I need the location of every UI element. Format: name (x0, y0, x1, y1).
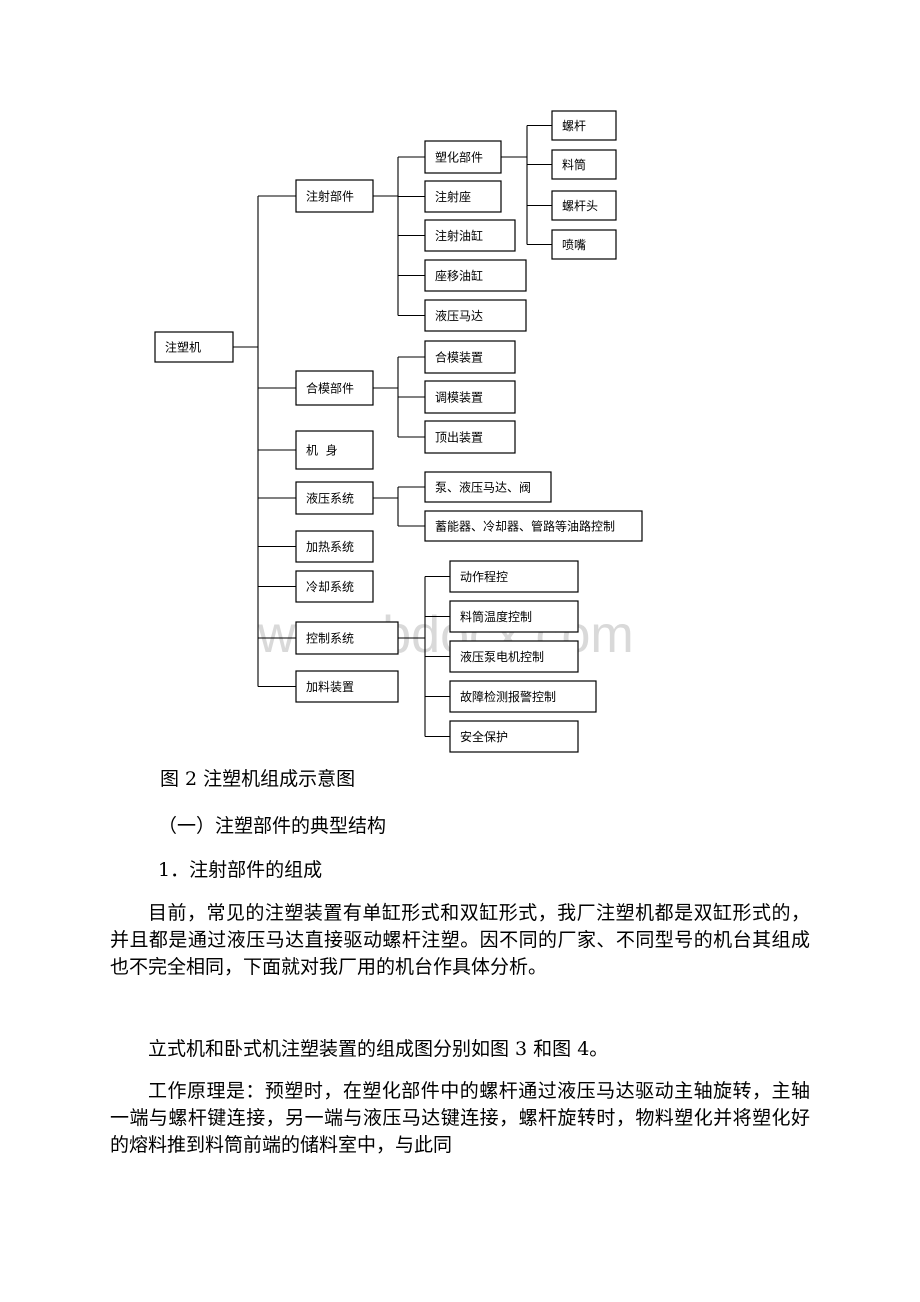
node-label: 冷却系统 (306, 580, 354, 594)
node-box (295, 179, 374, 213)
node-box (295, 570, 374, 603)
node-label: 螺杆 (562, 119, 586, 133)
node-n7: 控制系统 (295, 621, 399, 655)
node-box (551, 149, 617, 180)
node-label: 注射部件 (306, 189, 354, 204)
node-n6: 冷却系统 (295, 570, 374, 603)
node-label: 注塑机 (165, 340, 201, 355)
node-box (424, 420, 516, 454)
node-box (295, 621, 399, 655)
node-label: 调模装置 (435, 391, 483, 405)
injection-machine-composition-diagram: www.bdocx.com 注塑机注射部件塑化部件螺杆料筒螺杆头喷嘴注射座注射油… (154, 110, 643, 753)
node-n4: 液压系统 (295, 481, 374, 515)
node-n1a2: 料筒 (551, 149, 617, 180)
node-n7d: 故障检测报警控制 (449, 680, 597, 713)
node-n7e: 安全保护 (449, 720, 579, 753)
paragraph-2: 立式机和卧式机注塑装置的组成图分别如图 3 和图 4。 (148, 1038, 609, 1060)
node-n7a: 动作程控 (449, 560, 579, 593)
node-n2: 合模部件 (295, 370, 374, 406)
node-n1d: 座移油缸 (424, 259, 527, 292)
node-label: 座移油缸 (435, 268, 483, 283)
node-label: 螺杆头 (562, 199, 598, 213)
node-label: 控制系统 (306, 632, 354, 646)
section-heading: （一）注塑部件的典型结构 (158, 815, 387, 837)
node-label: 注射油缸 (435, 228, 483, 243)
node-n1a1: 螺杆 (551, 110, 617, 141)
node-box (424, 180, 502, 213)
node-label: 机 身 (306, 443, 338, 458)
node-label: 合模部件 (306, 381, 354, 396)
node-n8: 加料装置 (295, 670, 399, 703)
node-label: 加热系统 (306, 540, 354, 554)
node-label: 蓄能器、冷却器、管路等油路控制 (435, 519, 615, 534)
figure-caption: 图 2 注塑机组成示意图 (160, 768, 356, 790)
node-n1: 注射部件 (295, 179, 374, 213)
node-box (449, 680, 597, 713)
node-n1a3: 螺杆头 (551, 190, 617, 221)
node-box (424, 259, 527, 292)
paragraph-1: 目前，常见的注塑装置有单缸形式和双缸形式，我厂注塑机都是双缸形式的，并且都是通过… (110, 902, 810, 978)
node-label: 加料装置 (306, 680, 354, 694)
node-box (551, 110, 617, 141)
node-label: 料筒温度控制 (460, 609, 532, 624)
node-box (449, 600, 579, 633)
node-n1b: 注射座 (424, 180, 502, 213)
node-box (154, 331, 234, 363)
node-box (295, 670, 399, 703)
node-box (551, 190, 617, 221)
node-label: 安全保护 (460, 729, 508, 744)
node-box (424, 471, 552, 503)
node-n4b: 蓄能器、冷却器、管路等油路控制 (424, 510, 643, 542)
node-box (295, 370, 374, 406)
node-n4a: 泵、液压马达、阀 (424, 471, 552, 503)
node-n2a: 合模装置 (424, 340, 516, 374)
node-n2c: 顶出装置 (424, 420, 516, 454)
subheading: 1．注射部件的组成 (158, 859, 323, 881)
node-box (295, 481, 374, 515)
node-label: 泵、液压马达、阀 (435, 480, 531, 495)
node-box (424, 510, 643, 542)
node-box (295, 430, 374, 470)
node-box (424, 299, 527, 332)
node-n1c: 注射油缸 (424, 219, 516, 252)
node-n3: 机 身 (295, 430, 374, 470)
node-box (424, 380, 516, 414)
node-label: 故障检测报警控制 (460, 689, 556, 704)
node-n1e: 液压马达 (424, 299, 527, 332)
node-label: 液压马达 (435, 308, 483, 323)
node-root: 注塑机 (154, 331, 234, 363)
node-box (424, 140, 502, 174)
node-box (449, 560, 579, 593)
node-label: 喷嘴 (562, 238, 586, 252)
node-label: 料筒 (562, 157, 586, 172)
node-box (449, 720, 579, 753)
node-n7b: 料筒温度控制 (449, 600, 579, 633)
node-n1a4: 喷嘴 (551, 229, 617, 260)
diagram-connectors (233, 124, 552, 738)
node-label: 塑化部件 (435, 150, 483, 165)
node-box (449, 640, 579, 673)
node-label: 合模装置 (435, 350, 483, 365)
node-n1a: 塑化部件 (424, 140, 502, 174)
node-label: 注射座 (435, 189, 471, 204)
node-n7c: 液压泵电机控制 (449, 640, 579, 673)
node-box (551, 229, 617, 260)
node-box (424, 340, 516, 374)
node-label: 液压泵电机控制 (460, 649, 544, 664)
node-label: 动作程控 (460, 569, 508, 584)
node-n5: 加热系统 (295, 530, 374, 563)
node-box (424, 219, 516, 252)
node-label: 液压系统 (306, 491, 354, 506)
paragraph-3: 工作原理是：预塑时，在塑化部件中的螺杆通过液压马达驱动主轴旋转，主轴一端与螺杆键… (110, 1080, 810, 1156)
node-box (295, 530, 374, 563)
node-n2b: 调模装置 (424, 380, 516, 414)
node-label: 顶出装置 (435, 431, 483, 445)
